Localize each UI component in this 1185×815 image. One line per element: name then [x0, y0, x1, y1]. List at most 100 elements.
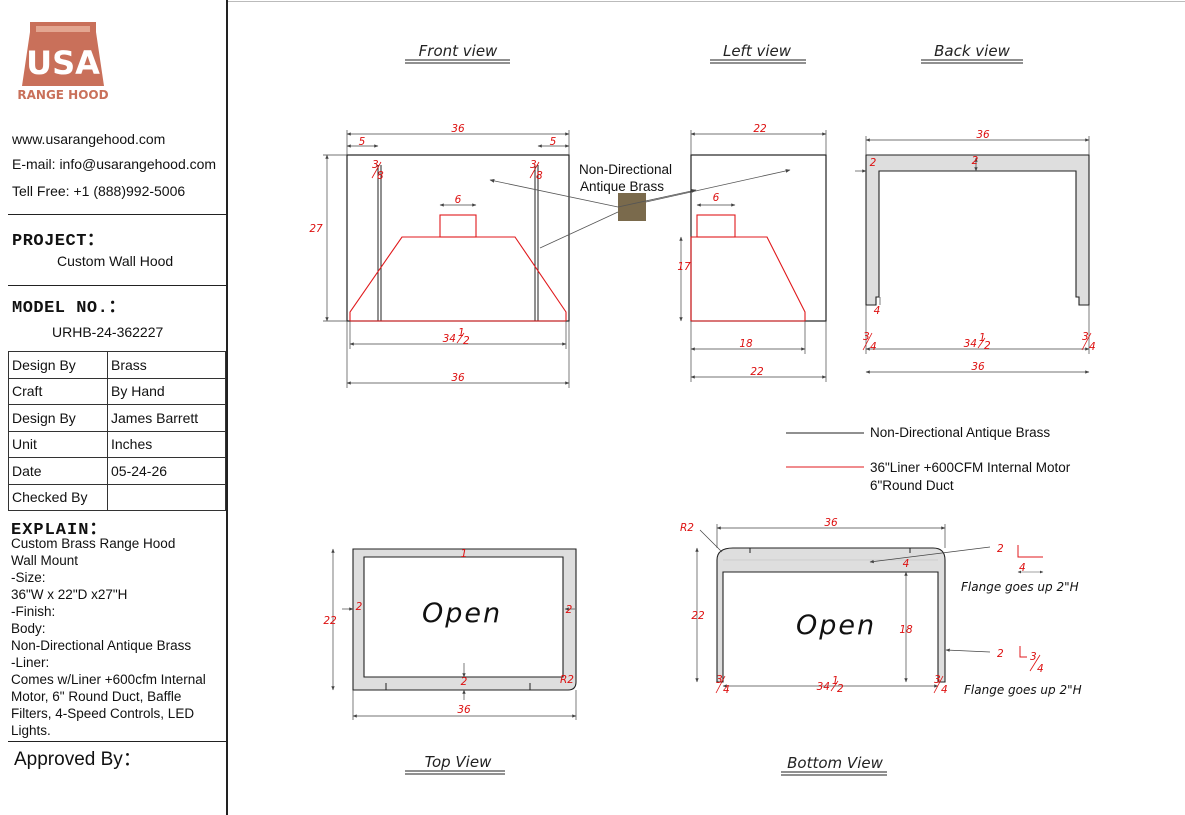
info-value: 05-24-26 [107, 457, 226, 485]
page-border-top [228, 1, 1185, 2]
svg-text:1: 1 [832, 675, 839, 687]
svg-text:2: 2 [997, 648, 1004, 660]
model-label: MODEL NO.： [12, 299, 126, 318]
svg-text:4: 4 [941, 684, 948, 696]
dim-34-half: 34 1 2 [443, 327, 470, 347]
explain-line: Lights. [11, 723, 51, 738]
svg-text:3: 3 [1030, 651, 1037, 663]
svg-text:2: 2 [461, 676, 468, 688]
left-view-title: Left view [710, 42, 806, 64]
svg-text:USA: USA [26, 44, 100, 82]
svg-text:3: 3 [372, 159, 379, 171]
svg-text:18: 18 [899, 624, 913, 636]
explain-line: Comes w/Liner +600cfm Internal [11, 672, 206, 687]
top-open-label: Open [422, 598, 502, 629]
svg-text:R2: R2 [680, 522, 694, 534]
website-text: www.usarangehood.com [12, 131, 166, 147]
svg-text:Antique Brass: Antique Brass [580, 179, 664, 194]
legend: Non-Directional Antique Brass 36"Liner +… [786, 425, 1071, 493]
divider [8, 285, 226, 286]
svg-text:2: 2 [972, 155, 979, 167]
svg-text:RANGE HOOD: RANGE HOOD [17, 88, 108, 102]
bottom-view-title: Bottom View [781, 754, 887, 776]
bottom-open-label: Open [796, 610, 876, 641]
svg-text:18: 18 [739, 338, 753, 350]
info-value: By Hand [107, 377, 226, 405]
svg-text:4: 4 [874, 305, 881, 317]
dim-3-4-right: 3 4 [933, 674, 948, 696]
svg-text:4: 4 [870, 341, 877, 353]
svg-text:5: 5 [359, 136, 366, 148]
svg-text:1: 1 [461, 548, 468, 560]
svg-text:8: 8 [377, 170, 384, 182]
top-view: Open 22 36 2 2 2 1 R2 [323, 548, 577, 720]
svg-text:2: 2 [356, 601, 363, 613]
info-key: Craft [8, 377, 108, 405]
svg-text:34: 34 [817, 681, 830, 693]
svg-text:34: 34 [964, 338, 977, 350]
svg-text:36: 36 [457, 704, 471, 716]
approved-by-label: Approved By： [14, 749, 142, 770]
svg-text:27: 27 [309, 223, 323, 235]
svg-text:22: 22 [323, 615, 337, 627]
svg-text:2: 2 [566, 604, 573, 616]
svg-text:2: 2 [463, 335, 470, 347]
explain-line: -Size: [11, 570, 46, 585]
flange-detail-top: 2 4 Flange goes up 2"H [961, 543, 1079, 594]
front-view: 36 5 5 27 6 36 34 1 2 3 8 3 8 [309, 123, 570, 388]
svg-text:R2: R2 [560, 674, 574, 686]
dim-34-half: 34 1 2 [817, 675, 844, 695]
svg-text:36: 36 [971, 361, 985, 373]
svg-text:3: 3 [863, 331, 870, 343]
explain-line: Custom Brass Range Hood [11, 536, 176, 551]
svg-text:1: 1 [979, 332, 986, 344]
svg-text:6"Round Duct: 6"Round Duct [870, 478, 954, 493]
material-callout: Non-Directional Antique Brass [489, 162, 791, 249]
svg-text:22: 22 [691, 610, 705, 622]
email-text: E-mail: info@usarangehood.com [12, 156, 217, 172]
svg-text:Flange goes up 2"H: Flange goes up 2"H [964, 683, 1082, 697]
svg-text:36: 36 [451, 123, 465, 135]
svg-text:Flange goes up 2"H: Flange goes up 2"H [961, 580, 1079, 594]
explain-line: Wall Mount [11, 553, 79, 568]
explain-line: 36"W x 22"D x27"H [11, 587, 128, 602]
back-view-title: Back view [921, 42, 1023, 64]
svg-text:36: 36 [451, 372, 465, 384]
svg-text:Top View: Top View [425, 753, 492, 771]
dim-3-4-right: 3 4 [1081, 331, 1096, 353]
svg-text:36: 36 [824, 517, 838, 529]
svg-text:2: 2 [997, 543, 1004, 555]
top-view-title: Top View [405, 753, 505, 775]
svg-text:Left view: Left view [723, 42, 792, 60]
info-key: Design By [8, 404, 108, 432]
explain-line: Filters, 4-Speed Controls, LED [11, 706, 195, 721]
svg-text:3: 3 [934, 674, 941, 686]
svg-text:Bottom View: Bottom View [787, 754, 883, 772]
dim-3-4-left: 3 4 [715, 674, 730, 696]
explain-line: Body: [11, 621, 46, 636]
svg-text:1: 1 [458, 327, 465, 339]
svg-text:36"Liner +600CFM Internal Moto: 36"Liner +600CFM Internal Motor [870, 460, 1071, 475]
info-value [107, 483, 226, 511]
svg-text:5: 5 [550, 136, 557, 148]
antique-brass-swatch [618, 193, 646, 221]
back-view: 36 2 2 4 36 34 1 2 3 4 3 4 [855, 129, 1096, 374]
svg-text:Front view: Front view [419, 42, 498, 60]
divider [8, 741, 226, 742]
svg-text:22: 22 [750, 366, 764, 378]
svg-text:22: 22 [753, 123, 767, 135]
divider [8, 214, 226, 215]
project-label: PROJECT： [12, 232, 105, 251]
svg-text:3: 3 [716, 674, 723, 686]
svg-text:3: 3 [530, 159, 537, 171]
explain-label: EXPLAIN： [11, 521, 108, 540]
svg-text:3: 3 [1082, 331, 1089, 343]
bottom-view: Open 36 22 18 4 R2 34 1 2 3 4 3 [680, 517, 991, 696]
explain-line: -Finish: [11, 604, 56, 619]
info-value: James Barrett [107, 404, 226, 432]
front-view-title: Front view [405, 42, 510, 64]
